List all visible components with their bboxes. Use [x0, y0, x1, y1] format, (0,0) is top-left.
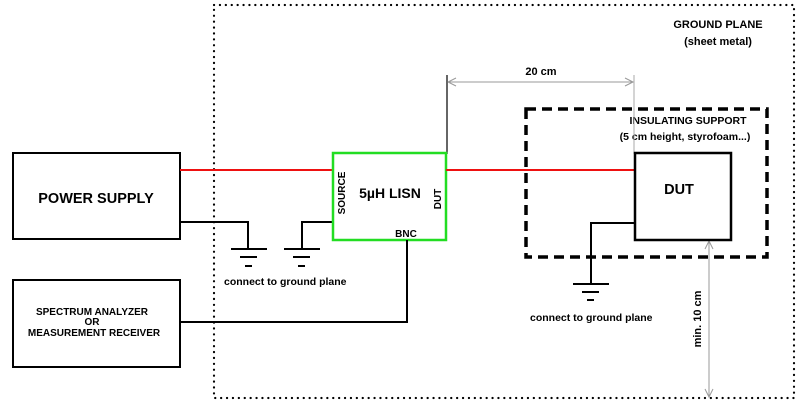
insulating-support-sublabel: (5 cm height, styrofoam...) [620, 131, 751, 143]
lisn-block [331, 151, 448, 242]
lisn-ground-wire [301, 221, 332, 248]
dimension-20cm-label: 20 cm [525, 66, 556, 78]
bnc-cable [180, 240, 408, 323]
power-supply-label: POWER SUPPLY [38, 191, 154, 207]
dut-label: DUT [664, 182, 694, 198]
dimension-min-10cm-label: min. 10 cm [692, 290, 704, 347]
ground-plane-sublabel: (sheet metal) [684, 36, 752, 48]
power-supply-ground-wire [180, 221, 249, 248]
lisn-port-bnc-label: BNC [395, 229, 417, 240]
ground-symbol-icon [573, 283, 609, 301]
lisn-port-dut-label: DUT [433, 189, 444, 210]
analyzer-label-line2: OR [85, 317, 101, 328]
ground-note-right: connect to ground plane [530, 312, 653, 324]
spectrum-analyzer-block [12, 279, 181, 368]
analyzer-label-line1: SPECTRUM ANALYZER [36, 307, 149, 318]
lisn-label: 5µH LISN [359, 185, 421, 201]
ground-note-left: connect to ground plane [224, 276, 347, 288]
dimension-20cm [446, 75, 635, 154]
dut-block [633, 151, 733, 242]
lisn-port-source-label: SOURCE [337, 171, 348, 214]
ground-symbol-icon [231, 248, 267, 267]
dimension-min-10cm [704, 239, 714, 399]
ground-plane-label: GROUND PLANE [673, 19, 762, 31]
dut-ground-wire [590, 222, 635, 283]
analyzer-label-line3: MEASUREMENT RECEIVER [28, 328, 161, 339]
ground-symbol-icon [284, 248, 320, 267]
insulating-support-border [524, 107, 769, 259]
power-supply-block [12, 152, 181, 240]
insulating-support-label: INSULATING SUPPORT [629, 115, 747, 127]
ground-plane-border [212, 3, 796, 400]
